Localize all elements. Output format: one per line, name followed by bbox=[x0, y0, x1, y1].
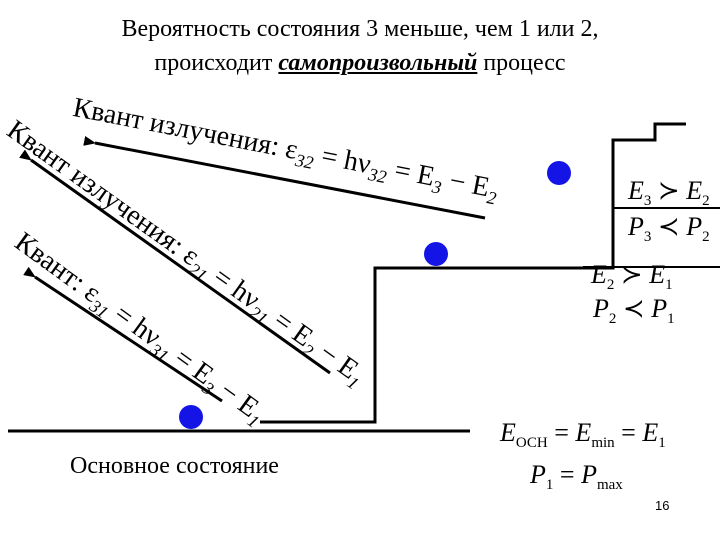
title-prefix: происходит bbox=[154, 50, 279, 76]
electron-level-3 bbox=[547, 161, 571, 185]
title-line-2: происходит самопроизвольный процесс bbox=[0, 48, 720, 78]
relation-p3-p2: P3 ≺ P2 bbox=[628, 212, 710, 246]
title-line-1: Вероятность состояния 3 меньше, чем 1 ил… bbox=[121, 16, 599, 42]
ground-state-label: Основное состояние bbox=[70, 453, 279, 479]
arrow-transition-21 bbox=[19, 149, 331, 375]
relation-eosn-emin-e1: EОСН = Emin = E1 bbox=[500, 418, 666, 452]
page-number: 16 bbox=[655, 498, 670, 513]
electron-ground bbox=[179, 405, 203, 429]
title-emphasis: самопроизвольный bbox=[278, 50, 478, 76]
relation-e3-e2: E3 ≻ E2 bbox=[628, 176, 710, 210]
title-suffix: процесс bbox=[477, 50, 566, 76]
electron-level-2 bbox=[424, 242, 448, 266]
relation-p1-pmax: P1 = Pmax bbox=[530, 460, 623, 494]
arrow-transition-32 bbox=[83, 136, 486, 220]
relation-p2-p1: P2 ≺ P1 bbox=[593, 294, 675, 328]
arrow-transition-31 bbox=[23, 266, 223, 403]
relation-e2-e1: E2 ≻ E1 bbox=[591, 260, 673, 294]
